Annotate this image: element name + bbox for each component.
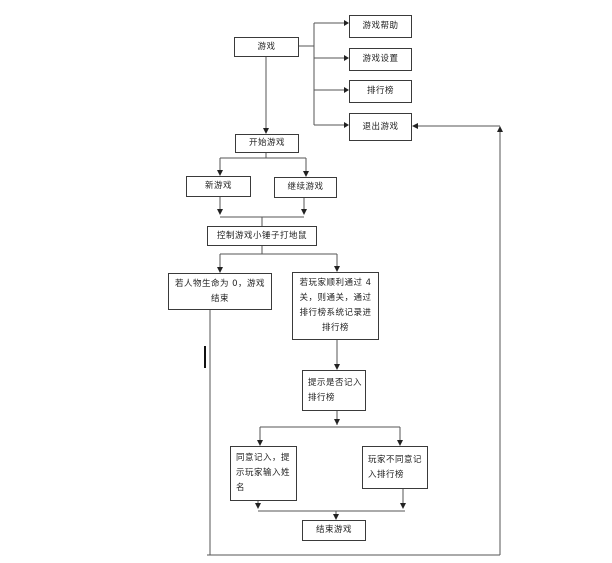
node-exit: 退出游戏 (349, 113, 412, 141)
arrow-to-prompt (334, 364, 340, 370)
node-continue-game: 继续游戏 (274, 177, 337, 198)
arrow-agree-merge (255, 503, 261, 509)
node-disagree: 玩家不同意记入排行榜 (362, 446, 428, 489)
arrow-to-settings (344, 55, 349, 61)
node-game: 游戏 (234, 37, 299, 57)
arrow-disagree-merge (400, 503, 406, 509)
arrow-continue-merge (301, 209, 307, 215)
arrow-to-new (217, 170, 223, 176)
arrow-to-exit-return (412, 123, 418, 129)
node-prompt-record: 提示是否记入排行榜 (302, 370, 366, 411)
arrow-to-continue (303, 171, 309, 177)
node-help: 游戏帮助 (349, 15, 412, 38)
node-new-game: 新游戏 (186, 176, 251, 197)
arrow-to-leaderboard (344, 87, 349, 93)
arrow-new-merge (217, 209, 223, 215)
node-control: 控制游戏小锤子打地鼠 (207, 226, 317, 246)
arrow-to-exit (344, 122, 349, 128)
arrow-to-help (344, 20, 349, 26)
arrow-to-start (263, 128, 269, 134)
arrow-return-up (497, 126, 503, 132)
node-end-game: 结束游戏 (302, 520, 366, 541)
node-life-zero: 若人物生命为 0，游戏结束 (168, 273, 272, 310)
node-leaderboard: 排行榜 (349, 80, 412, 103)
arrow-to-agree (257, 440, 263, 446)
arrow-to-life (217, 267, 223, 273)
node-pass-levels: 若玩家顺利通过 4 关，则通关，通过排行榜系统记录进排行榜 (292, 272, 379, 340)
node-start: 开始游戏 (235, 134, 299, 153)
arrow-to-end (333, 514, 339, 520)
arrow-prompt-split (334, 419, 340, 425)
node-agree: 同意记入，提示玩家输入姓名 (230, 446, 297, 501)
arrow-to-disagree (397, 440, 403, 446)
arrow-to-pass (334, 266, 340, 272)
node-settings: 游戏设置 (349, 48, 412, 71)
